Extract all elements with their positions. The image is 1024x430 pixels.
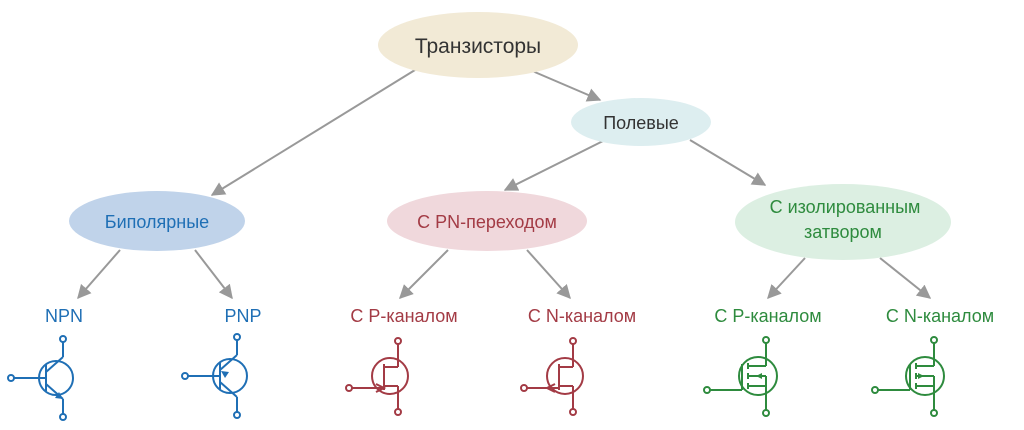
mosfet-p-channel-icon — [703, 336, 778, 417]
leaf-pnp-label: PNP — [224, 306, 261, 326]
mosfet-n-channel-icon — [871, 336, 945, 417]
jfet-n-channel-icon — [520, 337, 584, 416]
leaf-npn-label: NPN — [45, 306, 83, 326]
connector-arrows — [77, 69, 932, 300]
node-insulated-shape — [735, 184, 951, 260]
pnp-transistor-icon — [181, 333, 248, 419]
leaf-jfet-n-label: С N-каналом — [528, 306, 636, 326]
leaf-mosfet-n-label: С N-каналом — [886, 306, 994, 326]
node-field-shape — [571, 98, 711, 146]
node-insulated-label-line1: С изолированным — [770, 197, 921, 217]
npn-transistor-icon — [7, 335, 74, 421]
arrow-pn-to-jfet-n — [526, 249, 571, 300]
jfet-p-channel-icon — [345, 337, 409, 416]
arrow-bipolar-to-npn — [77, 249, 121, 300]
node-root: Транзисторы — [378, 12, 578, 78]
arrow-root-to-bipolar — [210, 69, 416, 196]
node-pn-label: С PN-переходом — [417, 212, 557, 232]
node-bipolar: Биполярные — [69, 191, 245, 251]
node-pn-shape — [387, 191, 587, 251]
arrow-field-to-insulated — [689, 139, 767, 186]
arrow-insulated-to-mosfet-p — [767, 257, 806, 300]
arrow-pn-to-jfet-p — [399, 249, 449, 299]
node-field-label: Полевые — [603, 113, 679, 133]
leaf-mosfet-p-label: С Р-каналом — [714, 306, 821, 326]
node-pn-junction: С PN-переходом — [387, 191, 587, 251]
node-insulated-label-line2: затвором — [804, 222, 882, 242]
node-field: Полевые — [571, 98, 711, 146]
arrow-root-to-field — [529, 69, 602, 102]
node-bipolar-label: Биполярные — [105, 212, 209, 232]
arrow-field-to-pn — [503, 139, 606, 191]
arrow-insulated-to-mosfet-n — [879, 257, 932, 299]
node-root-label: Транзисторы — [415, 35, 541, 58]
arrow-bipolar-to-pnp — [194, 249, 233, 300]
node-insulated-gate: С изолированным затвором — [735, 184, 951, 260]
node-root-shape — [378, 12, 578, 78]
node-bipolar-shape — [69, 191, 245, 251]
leaf-jfet-p-label: С Р-каналом — [350, 306, 457, 326]
